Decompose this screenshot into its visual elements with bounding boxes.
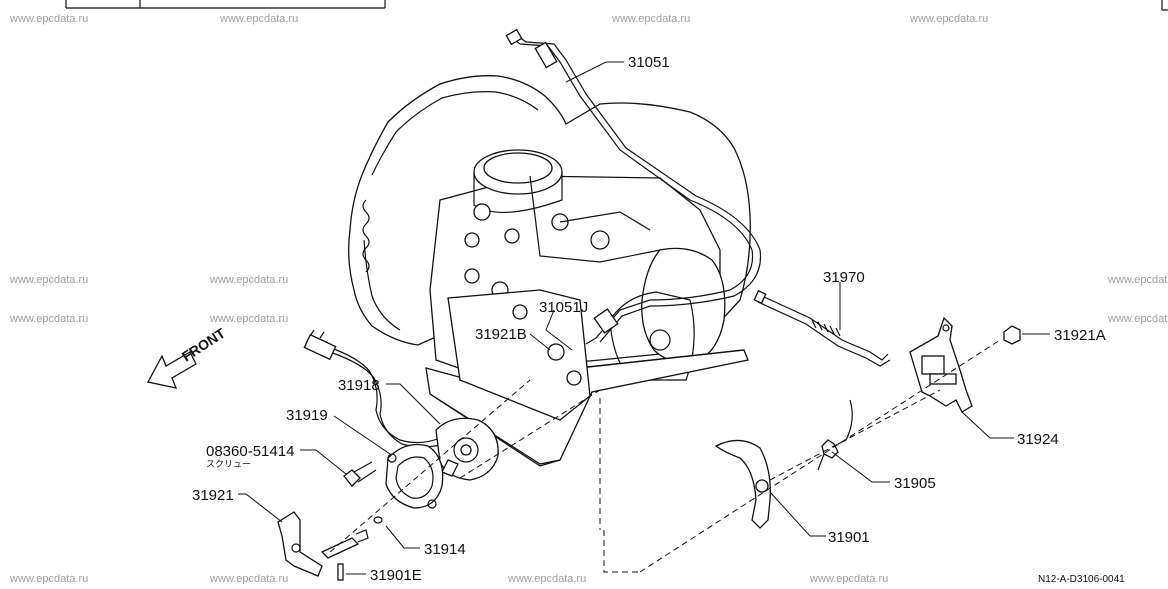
- callout-31914: 31914: [424, 541, 466, 558]
- bracket-31924: [909, 316, 973, 413]
- frame-top: [65, 0, 1168, 11]
- speedometer-cable: [505, 28, 762, 345]
- callout-08360-51414: 08360-51414: [206, 443, 294, 460]
- watermark-text: www.epcdata.ru: [9, 313, 88, 325]
- nut-31921A: [1003, 325, 1021, 345]
- front-label: FRONT: [179, 325, 229, 365]
- callout-31919: 31919: [286, 407, 328, 424]
- leader-lines: [238, 61, 1050, 575]
- callout-31921: 31921: [192, 487, 234, 504]
- callout-31901E: 31901E: [370, 567, 422, 584]
- watermark-text: www.epcdata.ru: [909, 13, 988, 25]
- watermark-text: www.epcdata.ru: [507, 573, 586, 584]
- callout-31051: 31051: [628, 54, 670, 71]
- bracket-31921: [277, 511, 369, 581]
- callout-31901: 31901: [828, 529, 870, 546]
- watermark-text: www.epcdata.ru: [1107, 274, 1168, 286]
- watermark-text: www.epcdata.ru: [1107, 313, 1168, 325]
- alignment-lines: [329, 339, 1001, 573]
- callout-31905: 31905: [894, 475, 936, 492]
- screw: [343, 461, 377, 487]
- callout-31921A: 31921A: [1054, 327, 1106, 344]
- lever-31901: [714, 439, 771, 529]
- watermarks: www.epcdata.ru www.epcdata.ru www.epcdat…: [9, 13, 1168, 585]
- spring-31905: [817, 399, 853, 471]
- diagram-code: N12-A-D3106-0041: [1038, 574, 1125, 584]
- transmission-case: [348, 75, 751, 467]
- watermark-text: www.epcdata.ru: [9, 573, 88, 584]
- watermark-text: www.epcdata.ru: [219, 13, 298, 25]
- watermark-text: www.epcdata.ru: [209, 313, 288, 325]
- watermark-text: www.epcdata.ru: [809, 573, 888, 584]
- watermark-text: www.epcdata.ru: [9, 274, 88, 286]
- inhibitor-switch: [303, 329, 499, 524]
- callout-31970: 31970: [823, 269, 865, 286]
- callout-31921B: 31921B: [475, 326, 527, 343]
- callout-31918: 31918: [338, 377, 380, 394]
- front-arrow-icon: [147, 351, 197, 389]
- callout-labels: 31051 31051J 31921B 31970 31921A 31918 3…: [192, 54, 1106, 584]
- callout-31924: 31924: [1017, 431, 1059, 448]
- control-cable: [753, 289, 891, 367]
- callout-31051J: 31051J: [539, 299, 588, 316]
- watermark-text: www.epcdata.ru: [611, 13, 690, 25]
- watermark-text: www.epcdata.ru: [9, 13, 88, 25]
- watermark-text: www.epcdata.ru: [209, 274, 288, 286]
- watermark-text: www.epcdata.ru: [209, 573, 288, 584]
- callout-screw-jp: スクリュー: [206, 459, 251, 469]
